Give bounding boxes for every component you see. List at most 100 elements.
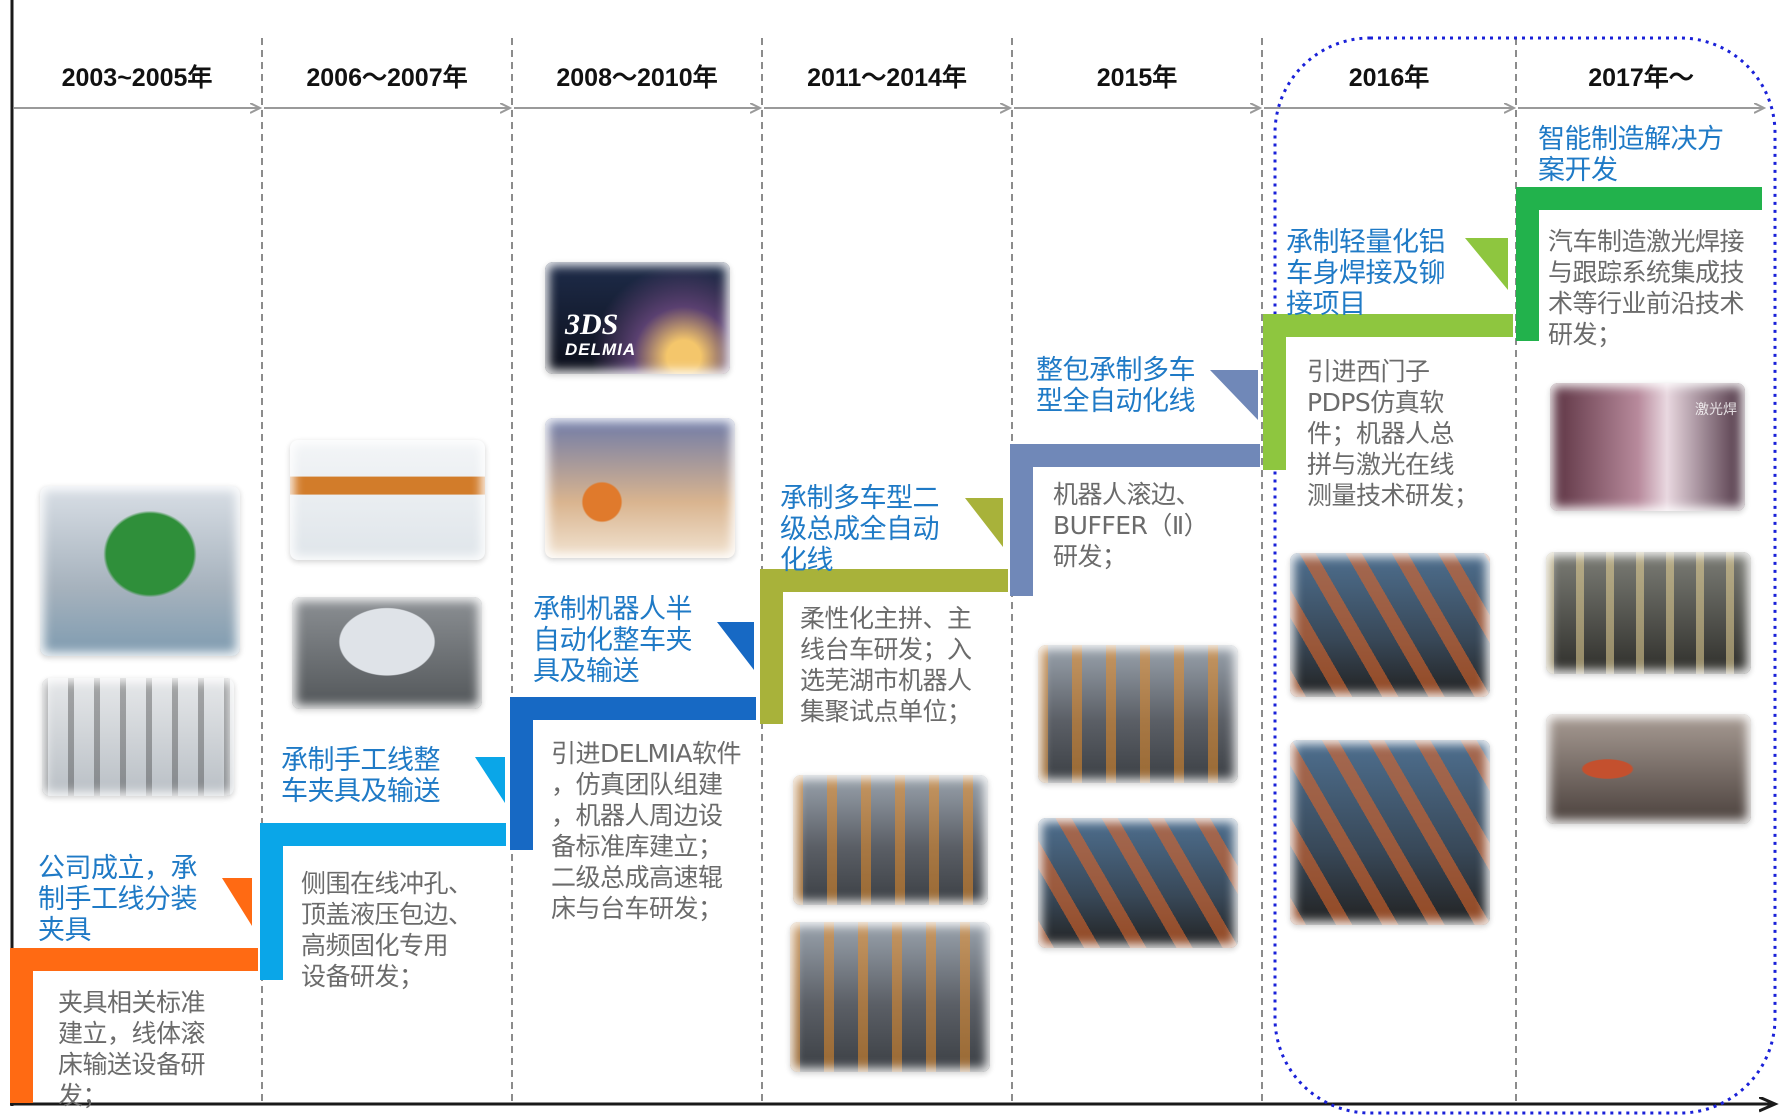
stage-description: 夹具相关标准建立，线体滚床输送设备研发； <box>58 987 206 1111</box>
stage-title: 承制多车型二级总成全自动化线 <box>780 483 940 576</box>
stage-title-line: 承制手工线整 <box>281 745 441 776</box>
stage-title-line: 智能制造解决方 <box>1538 124 1724 155</box>
photo-factory <box>793 775 988 905</box>
stage-description-line: 二级总成高速辊 <box>551 863 723 892</box>
step-arrow-triangle <box>1465 238 1508 290</box>
stage-description-line: 建立，线体滚 <box>58 1019 206 1048</box>
step-arrow-triangle <box>717 622 754 670</box>
stage-title-line: 型全自动化线 <box>1036 386 1196 417</box>
photo-robot <box>1290 740 1490 925</box>
stage-description-line: 汽车制造激光焊接 <box>1548 227 1745 256</box>
stage-title-line: 案开发 <box>1538 155 1618 186</box>
stage-description: 柔性化主拼、主线台车研发；入选芜湖市机器人集聚试点单位； <box>800 603 972 727</box>
stage-title-line: 整包承制多车 <box>1036 355 1196 386</box>
stage-description-line: 柔性化主拼、主 <box>800 604 972 633</box>
stage-description-line: 拼与激光在线 <box>1307 450 1455 479</box>
step-arrow-triangle <box>965 498 1003 547</box>
stage-title-line: 自动化整车夹 <box>533 625 693 656</box>
step-shape <box>10 948 258 1103</box>
photo-factory <box>1038 645 1238 783</box>
stage-title: 承制轻量化铝车身焊接及铆接项目 <box>1286 227 1446 320</box>
stage-description: 汽车制造激光焊接与跟踪系统集成技术等行业前沿技术研发； <box>1548 226 1745 350</box>
stage-title: 公司成立，承制手工线分装夹具 <box>38 853 198 946</box>
year-label: 2008～2010年 <box>556 64 718 92</box>
step-shape <box>510 697 756 850</box>
photo-body <box>292 597 482 709</box>
stage-title: 承制手工线整车夹具及输送 <box>281 745 441 807</box>
stage-description-line: 研发； <box>1053 542 1127 571</box>
stage-description-line: 顶盖液压包边、 <box>301 900 473 929</box>
photo-frame <box>290 440 485 560</box>
year-label: 2006～2007年 <box>306 64 468 92</box>
stage-title-line: 接项目 <box>1286 289 1366 320</box>
step-arrow-triangle <box>475 757 505 803</box>
year-label: 2003~2005年 <box>61 64 213 92</box>
stage-title-line: 具及输送 <box>533 656 640 687</box>
stage-title-line: 公司成立，承 <box>38 853 198 884</box>
stage-description: 引进DELMIA软件，仿真团队组建，机器人周边设备标准库建立；二级总成高速辊床与… <box>551 738 742 924</box>
stage-description-line: 件；机器人总 <box>1307 419 1455 448</box>
stage-title-line: 制手工线分装 <box>38 884 198 915</box>
stage-description-line: 发； <box>58 1081 108 1110</box>
step-shape <box>1263 314 1513 470</box>
stage-description-line: 备标准库建立； <box>551 832 723 861</box>
stage-title: 整包承制多车型全自动化线 <box>1036 355 1196 417</box>
year-label: 2017年～ <box>1588 64 1694 92</box>
photo-jig <box>40 486 240 656</box>
stage-description-line: 高频固化专用 <box>301 931 449 960</box>
year-label: 2015年 <box>1096 64 1178 92</box>
photo-robot <box>1038 818 1238 948</box>
stage-title: 智能制造解决方案开发 <box>1538 124 1724 186</box>
stage-title-line: 承制多车型二 <box>780 483 940 514</box>
stage-description-line: 床输送设备研 <box>58 1050 206 1079</box>
photo-car <box>1546 714 1751 824</box>
stage-description-line: 术等行业前沿技术 <box>1548 289 1745 318</box>
stage-title-line: 承制机器人半 <box>533 594 693 625</box>
stage-description-line: 测量技术研发； <box>1307 481 1479 510</box>
stage-description: 侧围在线冲孔、顶盖液压包边、高频固化专用设备研发； <box>301 868 473 992</box>
step-arrow-triangle <box>1210 370 1258 420</box>
stage-title-line: 夹具 <box>38 915 92 946</box>
photo-weld: 激光焊 <box>1550 383 1745 511</box>
photo-factory <box>790 922 990 1072</box>
step-shape <box>760 569 1008 724</box>
highlight-frame <box>1273 36 1777 1115</box>
photo-robot <box>1290 553 1490 697</box>
year-label: 2016年 <box>1348 64 1430 92</box>
stage-description-line: 引进DELMIA软件 <box>551 739 742 768</box>
stage-description-line: ，机器人周边设 <box>551 801 723 830</box>
step-arrow-triangle <box>222 878 252 926</box>
stage-description-line: 线台车研发；入 <box>800 635 972 664</box>
stage-description-line: 设备研发； <box>301 962 424 991</box>
photo-laser <box>1546 552 1751 674</box>
stage-title-line: 化线 <box>780 545 834 576</box>
year-label: 2011～2014年 <box>807 64 967 92</box>
stage-title: 承制机器人半自动化整车夹具及输送 <box>533 594 693 687</box>
stage-description-line: BUFFER（Ⅱ） <box>1053 511 1209 540</box>
stage-title-line: 车身焊接及铆 <box>1286 258 1446 289</box>
delmia-logo-mark: 3DS <box>565 308 619 341</box>
stage-description-line: PDPS仿真软 <box>1307 388 1444 417</box>
stage-description-line: 床与台车研发； <box>551 894 723 923</box>
stage-description: 机器人滚边、BUFFER（Ⅱ）研发； <box>1053 479 1209 572</box>
stage-title-line: 车夹具及输送 <box>281 776 441 807</box>
stage-description-line: 侧围在线冲孔、 <box>301 869 473 898</box>
stage-description-line: 与跟踪系统集成技 <box>1548 258 1745 287</box>
stage-description-line: 研发； <box>1548 320 1622 349</box>
step-shape <box>1010 444 1260 596</box>
delmia-logo: DELMIA <box>565 340 637 359</box>
step-shape <box>260 823 506 980</box>
photo-overlay-text: 激光焊 <box>1695 402 1737 418</box>
stage-description-line: 夹具相关标准 <box>58 988 206 1017</box>
stage-title-line: 级总成全自动 <box>780 514 940 545</box>
photo-sim <box>545 418 735 558</box>
stage-description-line: 集聚试点单位； <box>800 697 972 726</box>
step-shape <box>1516 187 1762 341</box>
stage-description-line: 选芜湖市机器人 <box>800 666 972 695</box>
photo-line <box>42 678 234 796</box>
stage-description-line: 机器人滚边、 <box>1053 480 1201 509</box>
